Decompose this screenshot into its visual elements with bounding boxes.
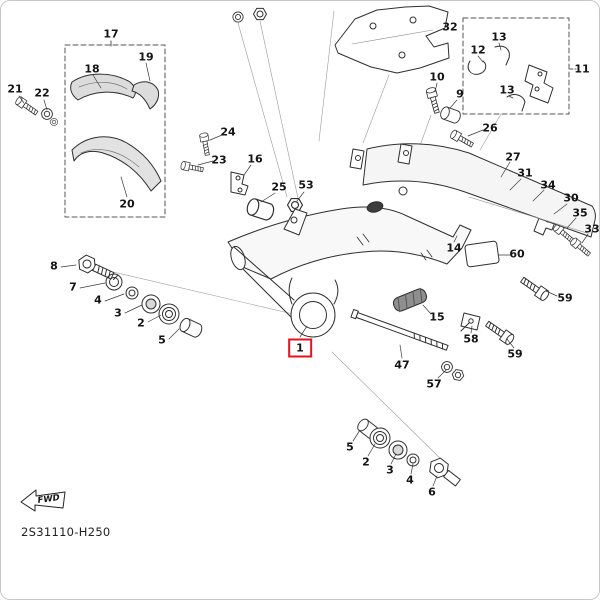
part-8-bolt	[78, 254, 115, 280]
part-callout-3[interactable]: 3	[386, 463, 394, 477]
part-callout-1-selected[interactable]: 1	[288, 338, 312, 358]
part-19-guard	[131, 81, 160, 110]
part-callout-25[interactable]: 25	[271, 180, 287, 194]
part-callout-19[interactable]: 19	[138, 50, 154, 64]
part-callout-12[interactable]: 12	[470, 43, 486, 57]
part-callout-47[interactable]: 47	[394, 358, 410, 372]
part-callout-23[interactable]: 23	[211, 153, 227, 167]
part-callout-10[interactable]: 10	[429, 70, 445, 84]
part-12-13-clips	[467, 45, 554, 112]
part-callout-35[interactable]: 35	[572, 206, 588, 220]
assembly-axis-lines	[95, 10, 502, 467]
group-box-17	[64, 40, 166, 218]
part-callout-3[interactable]: 3	[114, 306, 122, 320]
part-callout-27[interactable]: 27	[505, 150, 521, 164]
part-callout-31[interactable]: 31	[517, 166, 533, 180]
part-20-guard	[71, 136, 162, 192]
part-18-guard	[70, 73, 136, 101]
fwd-arrow-icon	[20, 489, 66, 512]
part-callout-8[interactable]: 8	[50, 259, 58, 273]
part-callout-9[interactable]: 9	[456, 87, 464, 101]
part-15-damper	[392, 287, 428, 313]
part-callout-24[interactable]: 24	[220, 125, 236, 139]
part-47-axle	[350, 309, 449, 351]
part-callout-7[interactable]: 7	[69, 280, 77, 294]
part-32-bracket	[334, 5, 450, 74]
part-callout-5[interactable]: 5	[158, 333, 166, 347]
part-callout-30[interactable]: 30	[563, 191, 579, 205]
part-callout-59[interactable]: 59	[557, 291, 573, 305]
part-callout-2[interactable]: 2	[362, 455, 370, 469]
part-callout-21[interactable]: 21	[7, 82, 23, 96]
part-3-seal-bottom	[388, 440, 408, 460]
part-7-spring-washer	[105, 273, 123, 291]
part-callout-32[interactable]: 32	[442, 20, 458, 34]
group-box-11	[462, 17, 577, 115]
part-callout-34[interactable]: 34	[540, 178, 556, 192]
part-callout-60[interactable]: 60	[509, 247, 525, 261]
fwd-label: FWD	[37, 493, 60, 506]
part-callout-18[interactable]: 18	[84, 62, 100, 76]
part-6-bolt	[429, 457, 461, 487]
part-callout-4[interactable]: 4	[94, 293, 102, 307]
part-callout-20[interactable]: 20	[119, 197, 135, 211]
part-callout-59[interactable]: 59	[507, 347, 523, 361]
part-callout-13[interactable]: 13	[499, 83, 515, 97]
part-callout-5[interactable]: 5	[346, 440, 354, 454]
part-callout-11[interactable]: 11	[574, 62, 590, 76]
part-3-seal-left	[141, 294, 161, 314]
fwd-indicator: FWD	[20, 489, 66, 512]
part-callout-17[interactable]: 17	[103, 27, 119, 41]
part-58-adjuster	[460, 312, 481, 332]
part-callout-33[interactable]: 33	[584, 222, 600, 236]
part-callout-53[interactable]: 53	[298, 178, 314, 192]
part-callout-4[interactable]: 4	[406, 473, 414, 487]
part-callout-16[interactable]: 16	[247, 152, 263, 166]
part-60-plate	[464, 240, 500, 268]
part-callout-22[interactable]: 22	[34, 86, 50, 100]
part-callout-58[interactable]: 58	[463, 332, 479, 346]
diagram-code: 2S31110-H250	[21, 525, 111, 539]
part-callout-2[interactable]: 2	[137, 316, 145, 330]
part-1-swingarm	[227, 143, 596, 338]
part-callout-15[interactable]: 15	[429, 310, 445, 324]
part-callout-14[interactable]: 14	[446, 241, 462, 255]
part-callout-6[interactable]: 6	[428, 485, 436, 499]
part-callout-57[interactable]: 57	[426, 377, 442, 391]
callout-leader-lines	[18, 42, 589, 487]
part-callout-26[interactable]: 26	[482, 121, 498, 135]
part-callout-13[interactable]: 13	[491, 30, 507, 44]
